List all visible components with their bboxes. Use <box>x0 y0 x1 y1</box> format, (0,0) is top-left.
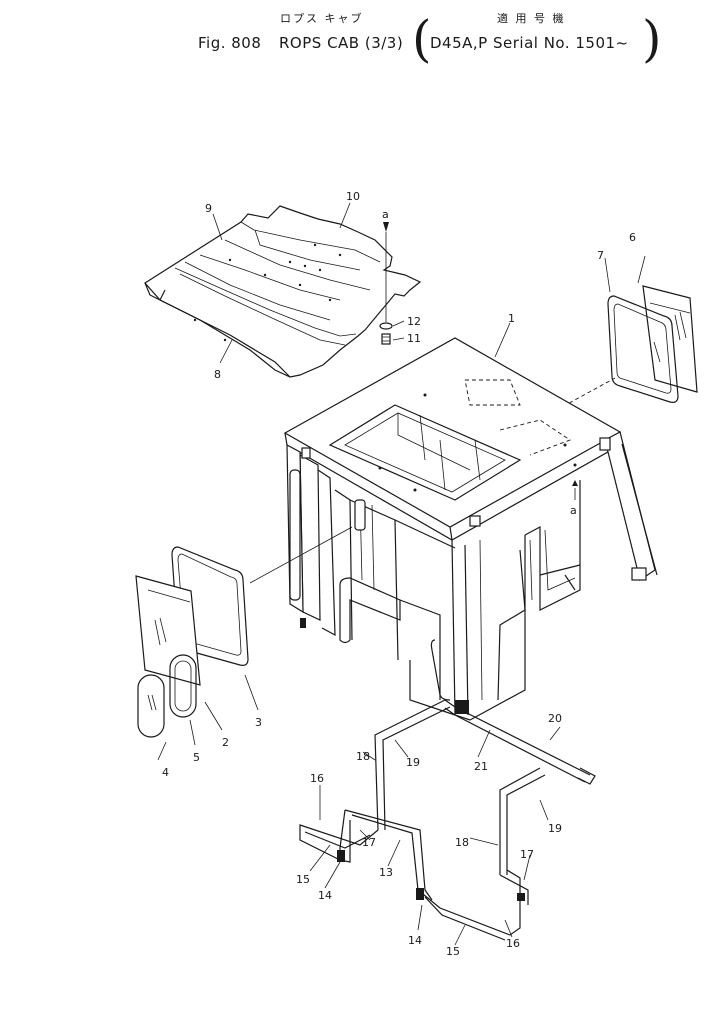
callout-2: 2 <box>222 736 229 749</box>
callout-18-upper: 18 <box>356 750 370 763</box>
figure-label: Fig. 808 <box>198 34 262 52</box>
callout-a-top: a <box>382 208 389 221</box>
handrail-assembly <box>299 699 596 946</box>
callout-labels: 9 10 a 12 11 8 1 6 7 a 3 2 5 4 20 21 18 … <box>162 190 636 958</box>
callout-1: 1 <box>508 312 515 325</box>
figure-title: ROPS CAB (3/3) <box>279 34 404 52</box>
callout-21: 21 <box>474 760 488 773</box>
bolt-and-washer <box>379 222 405 345</box>
callout-18-lower: 18 <box>455 836 469 849</box>
callout-17-right: 17 <box>520 848 534 861</box>
callout-19-right: 19 <box>548 822 562 835</box>
right-bracket: ) <box>642 10 662 68</box>
applicable-serial-japanese: 適 用 号 機 <box>497 12 566 25</box>
callout-16-right: 16 <box>506 937 520 950</box>
callout-8: 8 <box>214 368 221 381</box>
callout-15-left: 15 <box>296 873 310 886</box>
callout-13: 13 <box>379 866 393 879</box>
left-bracket: ( <box>412 10 432 68</box>
floor-plate-assembly <box>144 202 422 378</box>
callout-6: 6 <box>629 231 636 244</box>
callout-7: 7 <box>597 249 604 262</box>
callout-15-right: 15 <box>446 945 460 958</box>
callout-3: 3 <box>255 716 262 729</box>
part-name-japanese: ロプス キャブ <box>280 12 364 25</box>
callout-11: 11 <box>407 332 421 345</box>
callout-9: 9 <box>205 202 212 215</box>
callout-17-left: 17 <box>362 836 376 849</box>
right-window-assembly <box>519 255 698 431</box>
callout-4: 4 <box>162 766 169 779</box>
callout-20: 20 <box>548 712 562 725</box>
callout-16-left: 16 <box>310 772 324 785</box>
left-window-assembly <box>135 546 259 761</box>
cab-body <box>249 322 658 721</box>
serial-applicability: D45A,P Serial No. 1501~ <box>430 34 629 52</box>
callout-10: 10 <box>346 190 360 203</box>
callout-14-left: 14 <box>318 889 332 902</box>
callout-19-left: 19 <box>406 756 420 769</box>
drawing-header: ロプス キャブ 適 用 号 機 Fig. 808 ROPS CAB (3/3) … <box>0 0 709 70</box>
callout-12: 12 <box>407 315 421 328</box>
callout-a-cab: a <box>570 504 577 517</box>
callout-5: 5 <box>193 751 200 764</box>
callout-14-right: 14 <box>408 934 422 947</box>
